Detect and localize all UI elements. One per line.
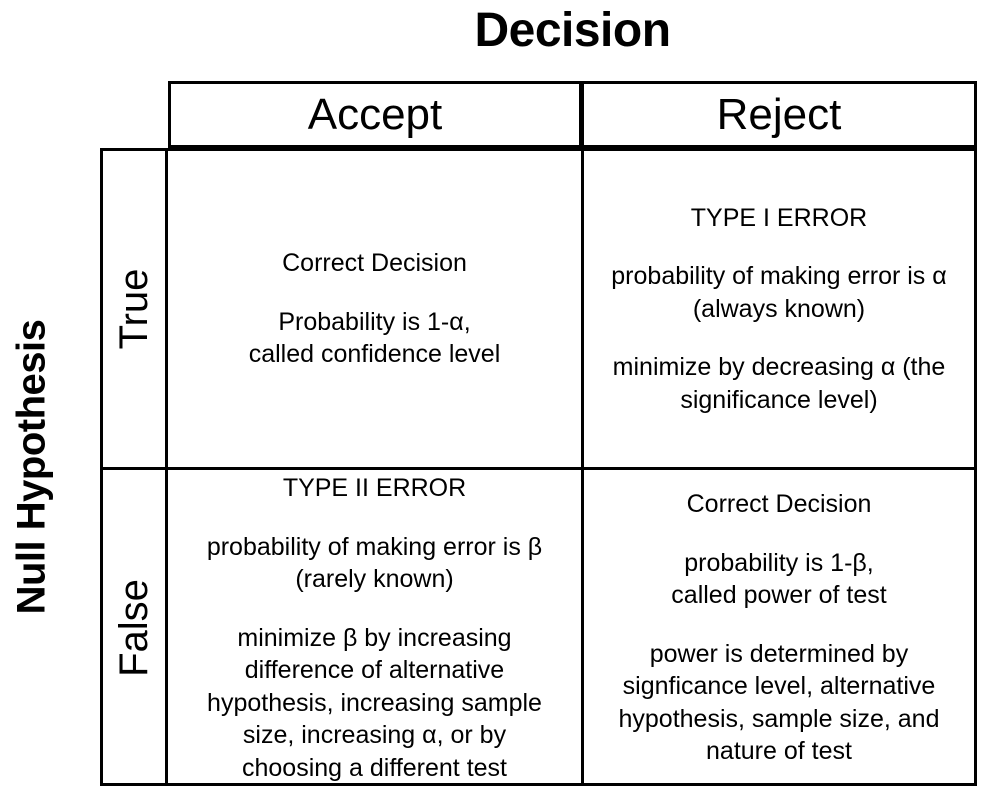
column-header-reject-label: Reject — [716, 89, 842, 139]
matrix-body: True False Correct Decision Probability … — [100, 148, 977, 786]
column-axis-title: Decision — [474, 4, 671, 57]
cell-false-accept: TYPE II ERROR probability of making erro… — [168, 470, 584, 786]
cell-true-reject-heading: TYPE I ERROR — [690, 203, 868, 232]
cell-true-accept-heading: Correct Decision — [282, 249, 467, 278]
cell-false-accept-heading: TYPE II ERROR — [282, 474, 467, 502]
column-header-accept-label: Accept — [307, 89, 443, 139]
cell-true-accept-body: Probability is 1-α, called confidence le… — [248, 307, 501, 369]
cell-true-reject: TYPE I ERROR probability of making error… — [584, 151, 974, 470]
row-header-true-label: True — [112, 268, 156, 350]
cell-false-reject: Correct Decision probability is 1-β, cal… — [584, 470, 974, 786]
cell-false-reject-note: power is determined by signficance level… — [618, 639, 940, 766]
cell-true-reject-note: minimize by decreasing α (the significan… — [612, 353, 946, 414]
cell-false-reject-body: probability is 1-β, called power of test — [671, 548, 887, 610]
column-header-reject: Reject — [581, 81, 977, 148]
column-header-accept: Accept — [168, 81, 582, 148]
row-header-true: True — [103, 151, 168, 470]
row-header-false-label: False — [112, 579, 156, 677]
cell-true-reject-body: probability of making error is α (always… — [611, 262, 947, 323]
row-axis-title-container: Null Hypothesis — [0, 148, 64, 786]
cell-false-accept-body: probability of making error is β (rarely… — [206, 532, 543, 594]
cell-false-accept-note: minimize β by increasing difference of a… — [207, 623, 542, 782]
cell-false-reject-heading: Correct Decision — [686, 490, 872, 519]
row-header-false: False — [103, 470, 168, 786]
cell-true-accept: Correct Decision Probability is 1-α, cal… — [168, 151, 584, 470]
row-axis-title: Null Hypothesis — [9, 319, 54, 615]
